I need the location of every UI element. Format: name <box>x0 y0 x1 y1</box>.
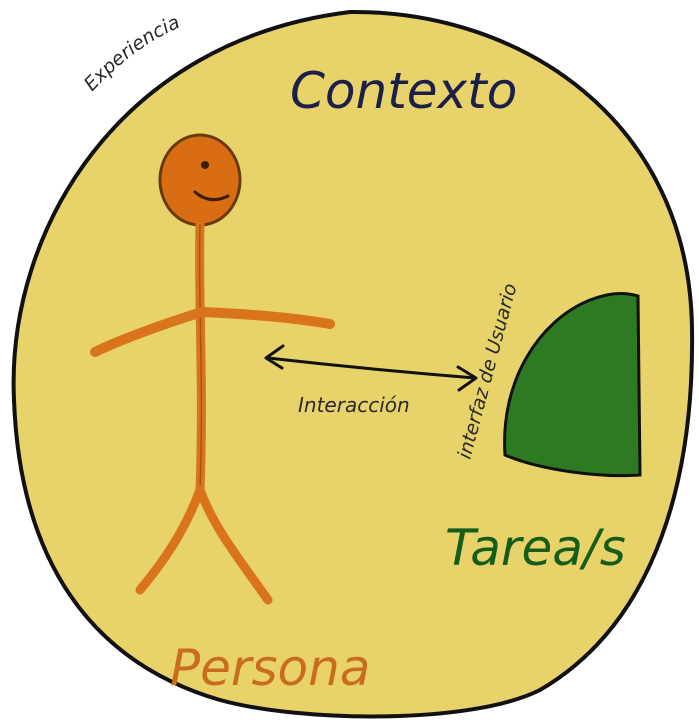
person-arm-right <box>197 307 335 329</box>
person-eye <box>201 161 209 169</box>
interaction-label: Interacción <box>298 393 410 417</box>
person-smile <box>193 190 230 202</box>
stick-figure-icon <box>90 133 335 605</box>
interaction-arrow <box>264 344 478 392</box>
person-leg-left <box>135 485 205 595</box>
context-title: Contexto <box>290 62 517 120</box>
tasks-label: Tarea/s <box>445 519 626 577</box>
person-head <box>158 133 242 227</box>
person-leg-right <box>195 485 273 605</box>
person-arm-left <box>90 307 207 357</box>
interface-shape <box>503 291 642 478</box>
person-label: Persona <box>170 639 370 697</box>
person-body-outline <box>198 224 203 491</box>
